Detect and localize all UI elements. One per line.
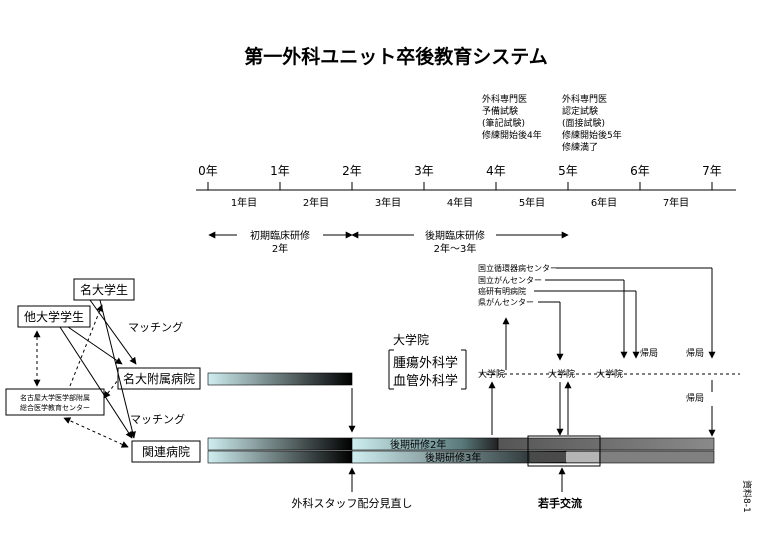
timeline-ordinal-label: 4年目 [447, 196, 473, 209]
bar-label-later-3yr: 後期研修3年 [425, 451, 481, 464]
timeline-year-label: 5年 [558, 164, 578, 178]
daigakuin-marker: 大学院 [478, 368, 505, 380]
bar-label-later-2yr: 後期研修2年 [390, 438, 446, 451]
graduate-specialties-box: 腫瘍外科学 血管外科学 [388, 349, 467, 390]
related-hospital-label: 関連病院 [142, 444, 190, 459]
box-related-hospital [131, 440, 201, 463]
training-center-line1: 名古屋大学医学部附属 [20, 393, 90, 402]
other-student-label: 他大学学生 [24, 309, 84, 324]
specialty-oncology: 腫瘍外科学 [393, 355, 458, 371]
meidai-student-label: 名大学生 [80, 282, 128, 297]
return-label: 帰局 [686, 347, 704, 359]
training-center-line2: 総合医学教育センター [20, 403, 90, 412]
timeline-ordinal-label: 7年目 [663, 196, 689, 209]
timeline-year-label: 2年 [342, 164, 362, 178]
exam-note-line: 外科専門医 [482, 93, 527, 105]
exam-note-line: 認定試験 [562, 105, 598, 117]
phase-later-duration: 2年～3年 [434, 242, 477, 255]
graduate-school-label: 大学院 [393, 332, 429, 347]
exam-note-line: 修練開始後4年 [482, 129, 542, 141]
exam-note-line: 予備試験 [482, 105, 518, 117]
exam-note-line: (筆記試験) [482, 117, 525, 129]
timeline-year-labels: 0年 1年 2年 3年 4年 5年 6年 7年 [198, 164, 722, 178]
exam-note-line: (面接試験) [562, 117, 605, 129]
return-label: 帰局 [686, 392, 704, 404]
timeline-ordinal-label: 6年目 [591, 196, 617, 209]
young-exchange-label: 若手交流 [538, 496, 582, 510]
timeline-ticks [207, 182, 713, 190]
timeline-year-label: 3年 [414, 164, 434, 178]
timeline-year-label: 0年 [198, 164, 218, 178]
phase-initial: 初期臨床研修 2年 [208, 229, 353, 255]
institution-list: 国立循環器病センター 国立がんセンター 癌研有明病院 県がんセンター [478, 263, 558, 307]
bar-initial-related-bottom [207, 450, 353, 464]
return-label: 帰局 [640, 347, 658, 359]
timeline-year-label: 7年 [702, 164, 722, 178]
matching-label-2: マッチング [130, 412, 185, 426]
meidai-hospital-label: 名大附属病院 [123, 371, 195, 386]
timeline-ordinal-label: 5年目 [519, 196, 545, 209]
timeline-ordinal-label: 1年目 [231, 196, 257, 209]
box-meidai-hospital [117, 367, 201, 390]
institution-national-cancer: 国立がんセンター [478, 275, 542, 285]
institution-national-cardio: 国立循環器病センター [478, 263, 558, 273]
timeline-year-label: 6年 [630, 164, 650, 178]
institution-prefectural-cancer: 県がんセンター [478, 297, 534, 307]
bar-initial-related-top [207, 437, 353, 451]
institution-ariake: 癌研有明病院 [478, 286, 526, 296]
daigakuin-marker: 大学院 [548, 368, 575, 380]
bar-after-2yr [497, 437, 715, 451]
exchange-highlight-light [566, 452, 599, 462]
bar-initial-meidai [207, 372, 353, 386]
phase-later: 後期臨床研修 2年～3年 [351, 229, 569, 255]
page-title: 第一外科ユニット卒後教育システム [244, 45, 547, 68]
exam-note-line: 修練満了 [562, 141, 598, 153]
left-connectors [33, 299, 137, 448]
institution-connectors [502, 267, 716, 370]
box-other-student [17, 305, 91, 328]
exam-note-preliminary: 外科専門医 予備試験 (筆記試験) 修練開始後4年 [482, 93, 542, 141]
staff-review-label: 外科スタッフ配分見直し [292, 496, 413, 510]
timeline-year-label: 4年 [486, 164, 506, 178]
exam-note-line: 修練開始後5年 [562, 129, 622, 141]
phase-initial-duration: 2年 [272, 242, 288, 255]
exam-note-certification: 外科専門医 認定試験 (面接試験) 修練開始後5年 修練満了 [562, 93, 622, 153]
box-training-center [5, 388, 105, 416]
young-exchange-highlight [527, 435, 601, 467]
daigakuin-marker: 大学院 [596, 368, 623, 380]
specialty-vascular: 血管外科学 [393, 373, 458, 389]
matching-label-1: マッチング [128, 320, 183, 334]
side-note: 資料8-1 [741, 480, 753, 513]
exam-note-line: 外科専門医 [562, 93, 607, 105]
timeline-year-label: 1年 [270, 164, 290, 178]
timeline-ordinal-label: 2年目 [303, 196, 329, 209]
timeline-ordinal-labels: 1年目 2年目 3年目 4年目 5年目 6年目 7年目 [231, 196, 689, 209]
timeline-ordinal-label: 3年目 [375, 196, 401, 209]
phase-initial-label: 初期臨床研修 [250, 229, 310, 242]
box-meidai-student [73, 278, 135, 301]
phase-later-label: 後期臨床研修 [425, 229, 485, 242]
exchange-highlight-dark [530, 452, 566, 462]
